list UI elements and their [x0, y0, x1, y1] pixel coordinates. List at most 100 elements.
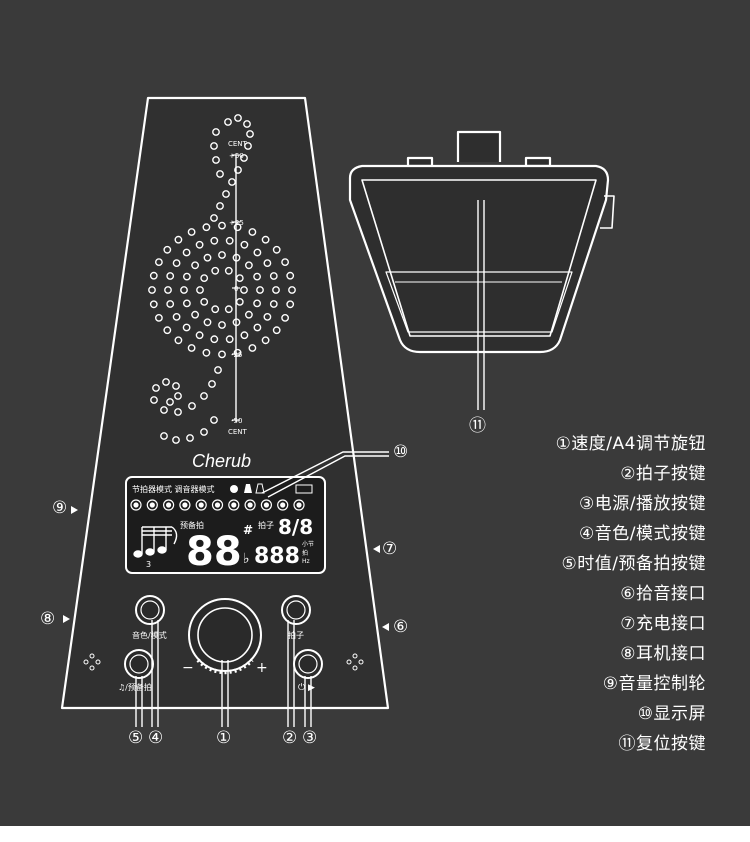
value-pre-label: ♫/预备拍: [118, 682, 152, 692]
beat-indicator-row: [130, 499, 305, 511]
beat-indicator: [277, 499, 289, 511]
clef-dot: [166, 398, 174, 406]
tone-mode-button[interactable]: [135, 595, 165, 625]
beat-indicator-fill: [247, 502, 253, 508]
clef-dot: [210, 214, 218, 222]
clef-dot: [211, 305, 220, 314]
beat-indicator: [195, 499, 207, 511]
lcd-small-digits: 888: [254, 544, 300, 569]
callout-7: ⑦: [382, 539, 398, 559]
clef-dot: [174, 408, 182, 416]
minus50-label: -50: [231, 417, 242, 425]
clef-dot: [210, 236, 219, 245]
clef-dot: [200, 392, 208, 400]
clef-dot: [253, 272, 262, 281]
clef-dot: [148, 286, 156, 294]
lcd-unit-bar: 小节: [302, 540, 314, 548]
lcd-unit-hz: Hz: [302, 558, 310, 565]
beat-indicator-fill: [166, 502, 172, 508]
clef-dot: [152, 384, 160, 392]
clef-dot: [240, 240, 249, 249]
clef-dot: [174, 336, 183, 345]
clef-dot: [244, 261, 253, 270]
clef-dot: [286, 300, 295, 309]
clef-dot: [218, 251, 226, 259]
clef-dot: [164, 286, 172, 294]
clef-dot: [172, 382, 180, 390]
clef-dot: [269, 272, 278, 280]
clef-dot: [172, 312, 181, 321]
legend-item: ②拍子按键: [620, 464, 706, 484]
clef-dot: [225, 236, 234, 245]
lcd-preparatory-label: 预备拍: [180, 520, 204, 530]
clef-dot: [222, 190, 230, 198]
side-arrows: [63, 506, 389, 631]
plus50-label: +50: [229, 152, 244, 160]
beat-indicator-fill: [214, 502, 221, 508]
clef-dot: [253, 299, 262, 308]
callout-5: ⑤: [128, 728, 144, 748]
clef-dot: [244, 142, 252, 150]
beat-indicator-fill: [231, 502, 237, 508]
beat-button[interactable]: [281, 595, 311, 625]
clef-dot: [174, 235, 183, 244]
beat-indicator: [228, 499, 240, 511]
clef-dot: [149, 271, 158, 280]
lcd-notes-icon: [133, 526, 178, 558]
top-view: [348, 130, 615, 354]
clef-dot: [191, 261, 200, 270]
clef-dot: [200, 428, 208, 436]
brand-logo: Cherub: [192, 451, 251, 471]
legend-item: ⑧耳机接口: [620, 644, 706, 664]
legend-item: ⑥拾音接口: [620, 584, 706, 604]
beat-indicator-fill: [198, 502, 204, 508]
beat-indicator-fill: [280, 502, 286, 508]
clef-dot: [187, 344, 196, 352]
clef-dot: [234, 114, 242, 122]
clef-dot: [233, 223, 242, 232]
beat-indicator: [260, 499, 272, 511]
callout-8: ⑧: [40, 609, 56, 629]
power-play-button[interactable]: [293, 649, 323, 679]
clef-dot: [246, 130, 254, 138]
beat-indicator: [130, 499, 142, 511]
lcd-bell-icon: [230, 483, 265, 494]
legend-item: ①速度/A4调节旋钮: [555, 434, 706, 454]
tempo-knob[interactable]: [188, 598, 262, 675]
clef-dot: [234, 166, 242, 174]
clef-dot: [182, 323, 191, 332]
beat-indicator-fill: [263, 502, 269, 508]
zero-label: 0: [234, 285, 238, 293]
beat-indicator: [244, 499, 256, 511]
clef-dot: [228, 178, 236, 186]
clef-dot: [288, 286, 296, 294]
callout-1: ①: [216, 728, 232, 748]
clef-dot: [225, 335, 234, 344]
callout-lines: [135, 200, 485, 727]
clef-dot: [261, 235, 270, 244]
minus25-label: -25: [231, 351, 242, 359]
callout-9: ⑨: [52, 498, 68, 518]
plus25-label: +25: [229, 219, 244, 227]
clef-dot: [210, 142, 218, 150]
clef-dot: [272, 245, 281, 254]
clef-dot: [172, 436, 180, 444]
callout-2: ②: [282, 728, 298, 748]
right-speaker-dots: [346, 653, 364, 671]
clef-dot: [160, 432, 168, 440]
clef-dot: [210, 335, 219, 344]
tone-mode-label: 音色/模式: [132, 630, 167, 640]
clef-dot: [256, 286, 264, 294]
clef-dot: [196, 286, 204, 294]
callout-10: ⑩: [393, 442, 409, 462]
beat-indicator: [211, 499, 224, 511]
clef-dot: [248, 228, 257, 236]
clef-dot: [269, 300, 278, 308]
clef-dot: [212, 128, 220, 136]
clef-dot: [272, 326, 281, 335]
clef-dot: [163, 245, 172, 254]
lcd-display: [125, 476, 326, 574]
value-pre-button[interactable]: [124, 649, 154, 679]
beat-indicator: [293, 499, 305, 511]
